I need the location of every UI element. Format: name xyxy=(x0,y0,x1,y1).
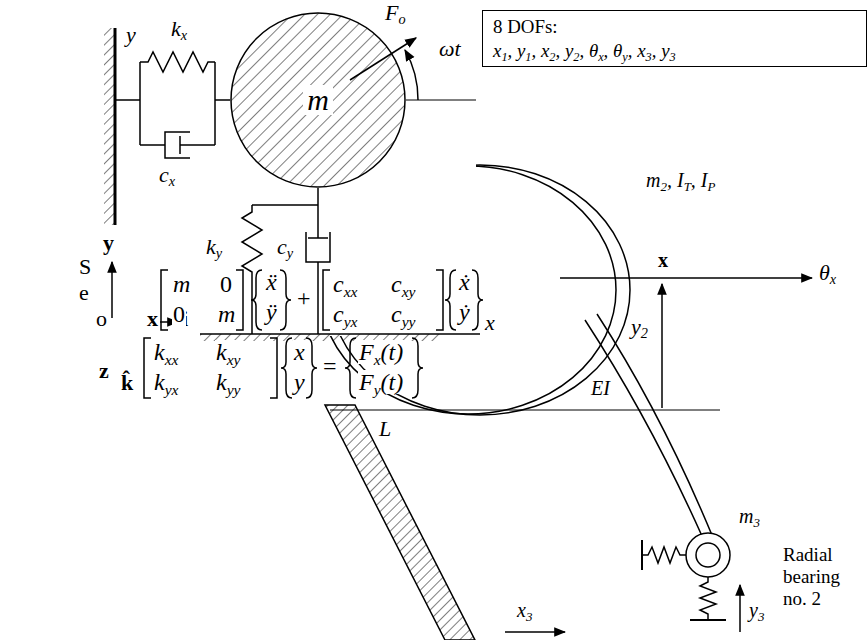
spring-label: kx xyxy=(170,18,188,40)
y3-arrow xyxy=(739,585,741,632)
damper-label: cx xyxy=(158,164,176,186)
damper-label: cy xyxy=(276,236,294,258)
axis-label: x xyxy=(146,308,159,330)
spring-label: ky xyxy=(205,236,223,258)
mass-outline xyxy=(231,13,405,187)
vector-brace xyxy=(412,338,423,398)
partial-text: S xyxy=(78,256,92,278)
length-label: L xyxy=(378,418,392,440)
vector-brace xyxy=(472,270,483,330)
vector-entry: ÿ xyxy=(265,300,278,324)
dof-list: x1, y1, x2, y2, θx, θy, x3, y3 xyxy=(493,39,856,63)
vector-entry: ẏ xyxy=(458,300,471,324)
matrix-entry: kxy xyxy=(215,340,242,364)
matrix-entry: cxx xyxy=(332,272,359,296)
vector-brace xyxy=(251,270,262,330)
spring-symbol xyxy=(242,205,262,334)
mass-label: m3 xyxy=(738,506,761,526)
link-line xyxy=(252,188,318,205)
vector-entry: Fx(t) xyxy=(358,340,404,364)
damper-symbol xyxy=(140,132,215,158)
matrix-bracket xyxy=(161,270,243,330)
displacement-label: x3 xyxy=(516,600,533,620)
axis-label: y xyxy=(102,232,115,254)
dof-box: 8 DOFs:x1, y1, x2, y2, θx, θy, x3, y3 xyxy=(482,10,867,67)
vector-brace xyxy=(345,338,356,398)
support-ground xyxy=(690,619,726,621)
axis-label: x xyxy=(657,250,669,270)
y2-arrow xyxy=(661,284,663,408)
axis-arrow xyxy=(111,262,113,318)
matrix-entry: cyy xyxy=(390,302,417,326)
reference-line xyxy=(330,410,720,411)
wall-hatch xyxy=(104,28,114,225)
mass-label: m xyxy=(303,85,333,115)
vector-brace xyxy=(280,270,291,330)
box-heading: 8 DOFs: xyxy=(493,15,856,39)
panel-ground xyxy=(98,0,476,336)
axis-label: y xyxy=(125,24,137,46)
matrix-entry: m xyxy=(217,302,236,326)
operator: = xyxy=(322,354,338,378)
axis-label: z xyxy=(98,360,110,382)
coordinate-frame xyxy=(112,262,178,322)
vector-entry: Fy(t) xyxy=(358,370,404,394)
unit-vector-label: k̂ xyxy=(120,372,134,394)
spring-symbol xyxy=(140,52,215,72)
vector-entry: y xyxy=(293,370,306,394)
link-line xyxy=(215,62,230,145)
vector-entry: x xyxy=(293,340,306,364)
operator: + xyxy=(296,286,312,310)
matrix-bracket xyxy=(144,338,277,398)
shaft-line xyxy=(585,320,702,536)
theta-x-arrow xyxy=(560,277,812,279)
displacement-label: y2 xyxy=(630,316,649,338)
mass-circle: m xyxy=(230,12,406,188)
link-line xyxy=(115,62,140,145)
vector-brace xyxy=(445,270,456,330)
matrix-entry: m xyxy=(172,272,191,296)
bearing-symbol xyxy=(696,543,720,567)
vector-brace xyxy=(306,338,317,398)
angle-label: ωt xyxy=(438,38,462,60)
angle-arrow xyxy=(405,50,418,100)
matrix-entry: kyy xyxy=(215,370,242,394)
spring-symbol xyxy=(642,547,686,563)
bearing-label: Radial bearing no. 2 xyxy=(782,544,866,610)
equation-brackets xyxy=(144,270,483,398)
axis-label: x xyxy=(484,312,496,334)
displacement-label: y3 xyxy=(748,600,765,620)
reference-line xyxy=(406,100,476,101)
vector-brace xyxy=(281,338,292,398)
matrix-entry: kxx xyxy=(153,340,180,364)
wall-line xyxy=(114,28,117,225)
stiffness-label: EI xyxy=(590,378,611,398)
shaft-line xyxy=(597,314,714,540)
disk-label: m2, IT, IP xyxy=(645,170,716,190)
matrix-bracket xyxy=(323,270,443,330)
ground-line xyxy=(200,333,480,335)
hatched-member xyxy=(325,405,475,640)
matrix-entry: cyx xyxy=(332,302,359,326)
matrix-entry: cxy xyxy=(390,272,417,296)
origin-label: o xyxy=(95,308,108,330)
partial-text: e xyxy=(78,282,90,304)
x3-arrow xyxy=(505,631,565,633)
vector-entry: ẍ xyxy=(265,270,278,294)
spring-symbol xyxy=(700,577,716,620)
force-label: Fo xyxy=(384,2,407,24)
vector-entry: ẋ xyxy=(458,270,471,294)
bearing-symbol xyxy=(686,533,730,577)
matrix-entry: 0 xyxy=(172,302,186,326)
rotation-label: θx xyxy=(818,262,837,284)
matrix-entry: 0 xyxy=(219,272,233,296)
support-wall xyxy=(641,540,643,570)
matrix-entry: kyx xyxy=(153,370,180,394)
